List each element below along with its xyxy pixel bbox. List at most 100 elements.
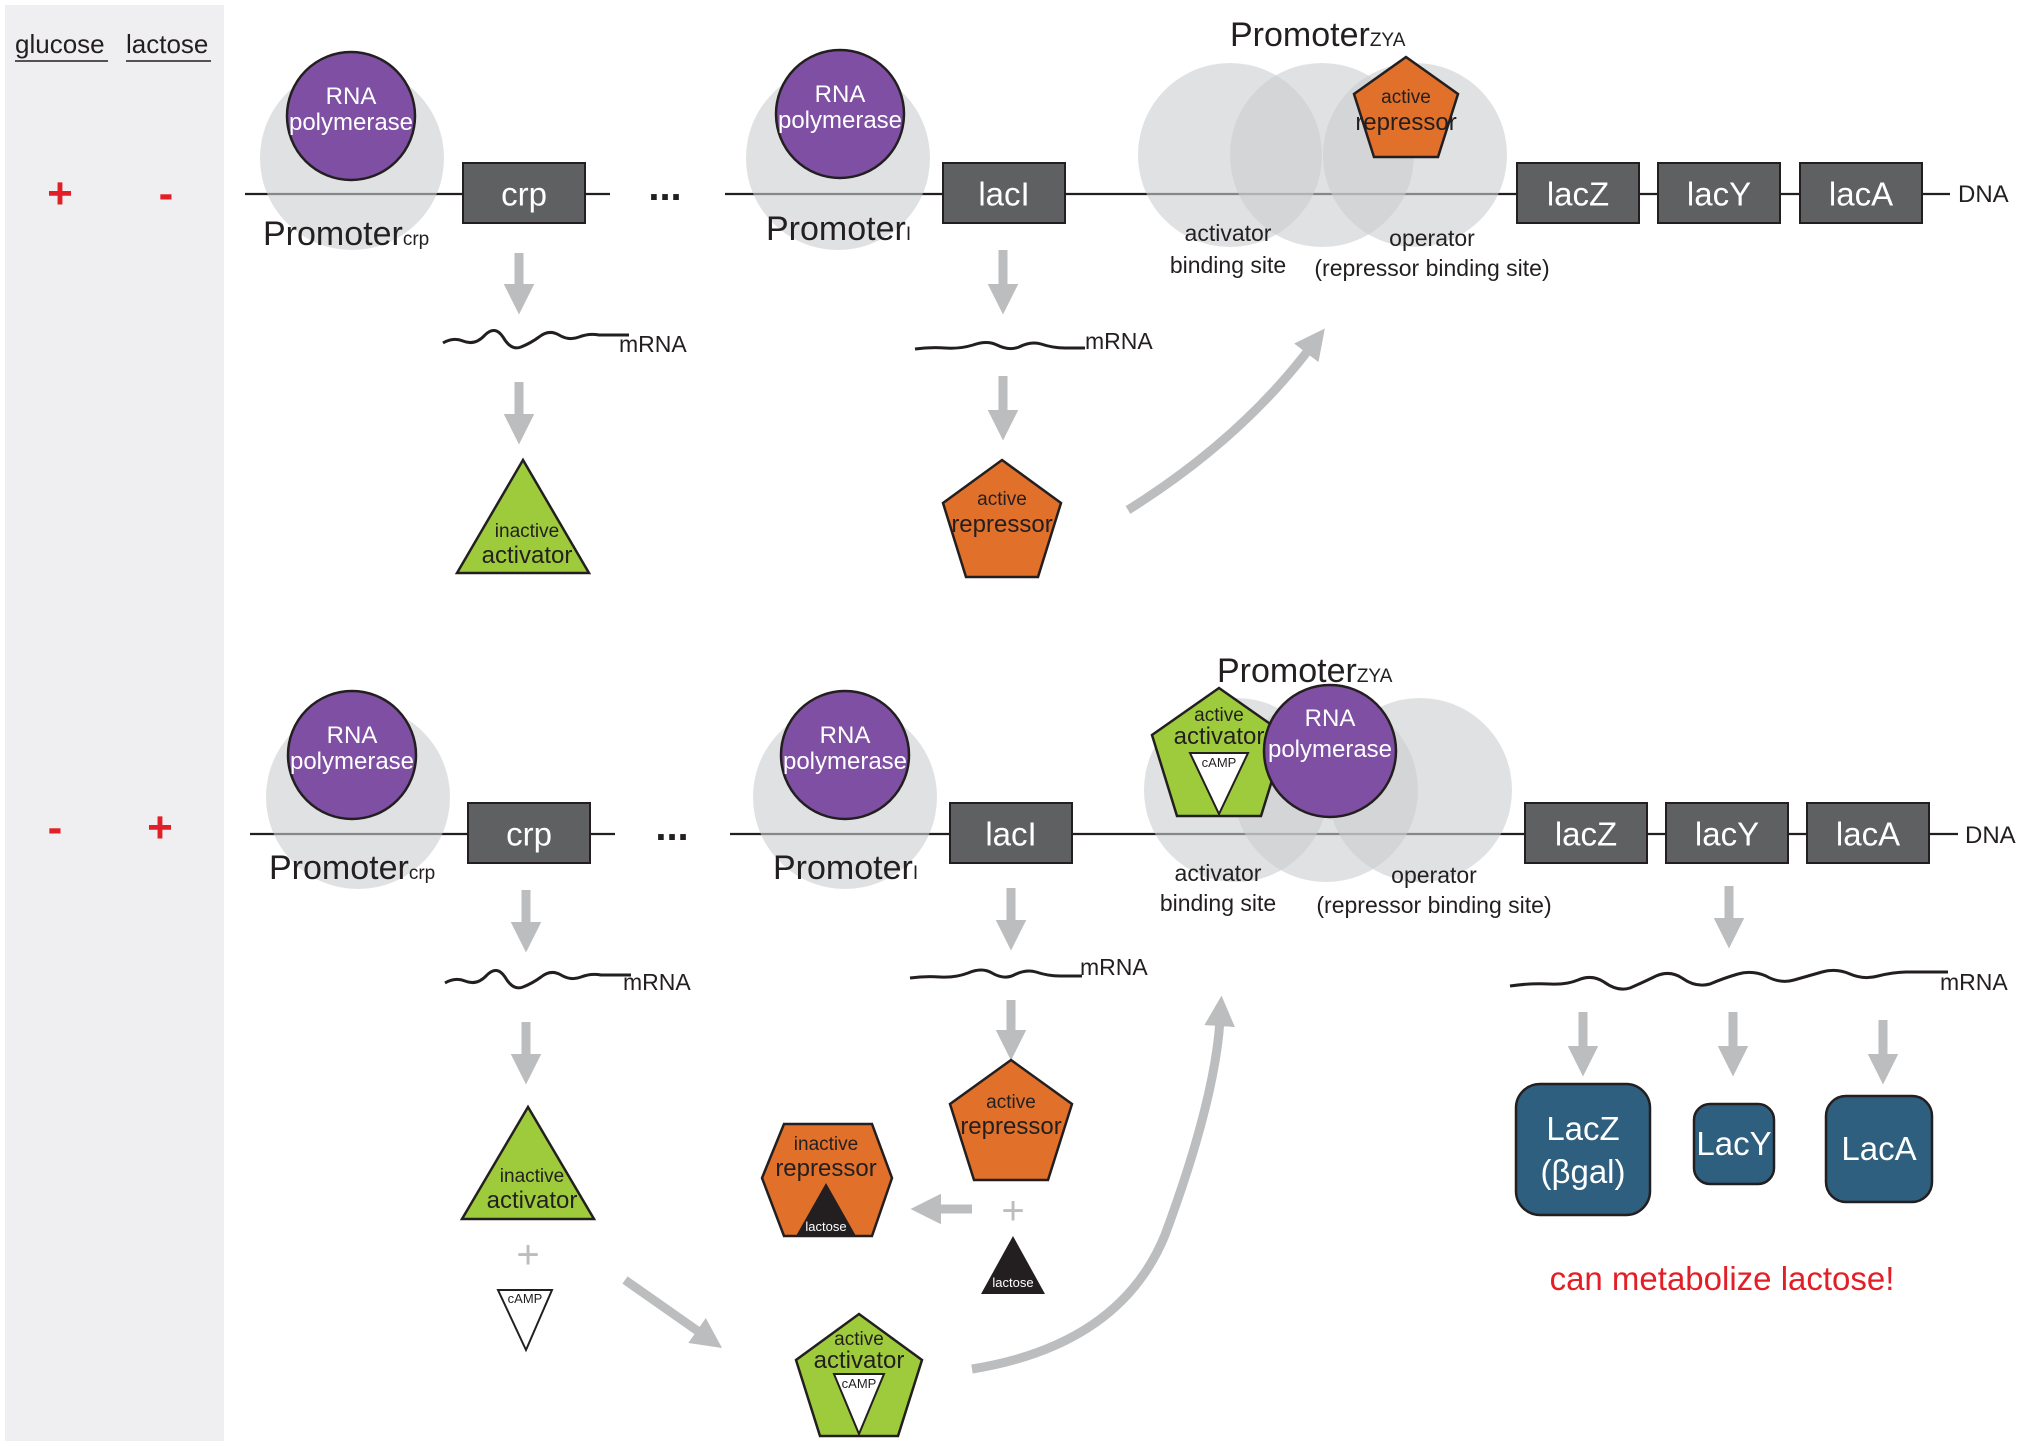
operator-label-1: operator (1389, 225, 1475, 251)
activator-site-label-2: binding site (1160, 890, 1276, 916)
rna-polymerase-label-2: polymerase (783, 748, 907, 775)
promoter-i-label: PromoterI (773, 849, 918, 887)
camp-label: cAMP (508, 1291, 543, 1306)
active-repressor-state: active (986, 1092, 1036, 1113)
promoter-i-label: PromoterI (766, 210, 911, 248)
rna-polymerase-label-2: polymerase (778, 107, 902, 134)
rna-polymerase-label-2: polymerase (290, 748, 414, 775)
bound-activator-label: activator (1174, 723, 1265, 750)
gene-laci (949, 802, 1073, 864)
gene-crp-label: crp (506, 816, 552, 853)
gene-lacz-label: lacZ (1555, 816, 1617, 853)
dna-label: DNA (1958, 181, 2009, 208)
lacz-protein (1514, 1082, 1652, 1217)
inactive-repressor-lactose (796, 1183, 856, 1236)
active-repressor-state: active (977, 489, 1027, 510)
lactose-label: lactose (992, 1275, 1033, 1290)
crp-mrna-label: mRNA (623, 969, 691, 995)
ellipsis: ... (655, 805, 688, 849)
bound-rna-polymerase (1262, 683, 1398, 819)
rna-polymerase (285, 50, 417, 182)
rna-polymerase-label-1: RNA (815, 81, 866, 108)
gene-laca (1799, 162, 1923, 224)
rna-polymerase-label-2: polymerase (289, 109, 413, 136)
inactive-repressor-label: repressor (775, 1155, 876, 1182)
gene-laca (1806, 802, 1930, 864)
inactive-activator-state: inactive (495, 521, 559, 542)
rna-polymerase-label-2: polymerase (1268, 736, 1392, 763)
crp-mrna (444, 969, 631, 990)
gene-lacy (1665, 802, 1789, 864)
inactive-activator (454, 457, 592, 575)
panel-lactose-present: ... RNA polymerase crp Promotercrp RNA p… (250, 652, 2016, 1438)
activator-site-label-1: activator (1175, 860, 1262, 886)
active-activator-camp-label: cAMP (842, 1376, 877, 1391)
promoter-zya-label: PromoterZYA (1230, 16, 1406, 54)
active-repressor (941, 458, 1063, 579)
rna-polymerase-label-1: RNA (1305, 705, 1356, 732)
rna-polymerase (779, 689, 911, 821)
bound-camp-label: cAMP (1202, 755, 1237, 770)
rna-polymerase-label-1: RNA (820, 722, 871, 749)
inactive-repressor (760, 1122, 894, 1238)
row1-lactose-sign: - (159, 169, 174, 218)
gene-crp-label: crp (501, 176, 547, 213)
crp-mrna (442, 329, 629, 350)
dna-label: DNA (1965, 822, 2016, 849)
gene-crp (467, 802, 591, 864)
gene-crp (462, 162, 586, 224)
active-repressor-label: repressor (960, 1113, 1061, 1140)
camp (496, 1289, 554, 1353)
inactive-activator-state: inactive (500, 1166, 564, 1187)
promoter-crp-label: Promotercrp (269, 849, 435, 887)
bound-activator-state: active (1194, 705, 1244, 726)
activation-arrow (622, 1276, 723, 1349)
activator-binds-site-arrow (971, 995, 1235, 1374)
promoter-zya-label: PromoterZYA (1217, 652, 1393, 690)
gene-laci-label: lacI (978, 176, 1029, 213)
crp-mrna-label: mRNA (619, 331, 687, 357)
gene-lacz (1524, 802, 1648, 864)
gene-laci (942, 162, 1066, 224)
inactive-repressor-lactose-label: lactose (805, 1219, 846, 1234)
lacy-protein-label: LacY (1696, 1125, 1771, 1162)
bound-repressor-state: active (1381, 87, 1431, 108)
inactive-activator-label: activator (482, 542, 573, 569)
gene-laca-label: lacA (1829, 176, 1893, 213)
activator-site-label-1: activator (1185, 220, 1272, 246)
inactive-repressor-state: inactive (794, 1134, 858, 1155)
laci-mrna-label: mRNA (1080, 954, 1148, 980)
inactive-activator-label: activator (487, 1187, 578, 1214)
ellipsis: ... (648, 165, 681, 209)
operator-label-2: (repressor binding site) (1316, 892, 1551, 918)
inactive-activator (459, 1104, 597, 1221)
active-activator-camp (832, 1373, 886, 1437)
row2-glucose-sign: - (48, 803, 63, 852)
lactose (981, 1236, 1045, 1294)
active-repressor-label: repressor (951, 511, 1052, 538)
plus-sign: + (516, 1233, 539, 1277)
lacz-protein-label-1: LacZ (1546, 1110, 1619, 1147)
bound-active-repressor (1352, 55, 1460, 159)
rna-polymerase-label-1: RNA (326, 83, 377, 110)
gene-lacz (1516, 162, 1640, 224)
rna-polymerase (286, 689, 418, 821)
bound-camp (1188, 752, 1250, 817)
laci-mrna (914, 341, 1085, 351)
glucose-header: glucose (15, 29, 105, 59)
lacz-protein-label-2: (βgal) (1541, 1153, 1626, 1190)
lacy-protein (1692, 1102, 1776, 1186)
rna-polymerase-label-1: RNA (327, 722, 378, 749)
active-activator-state: active (834, 1329, 884, 1350)
gene-lacz-label: lacZ (1547, 176, 1609, 213)
promoter-crp-label: Promotercrp (263, 215, 429, 253)
result-message: can metabolize lactose! (1550, 1260, 1895, 1297)
condition-sidebar (5, 5, 224, 1441)
laci-mrna-label: mRNA (1085, 328, 1153, 354)
row1-glucose-sign: + (47, 169, 73, 218)
plus-sign: + (1001, 1189, 1024, 1233)
operator-label-1: operator (1391, 862, 1477, 888)
gene-lacy (1657, 162, 1781, 224)
gene-lacy-label: lacY (1695, 816, 1759, 853)
laca-protein (1824, 1094, 1934, 1204)
